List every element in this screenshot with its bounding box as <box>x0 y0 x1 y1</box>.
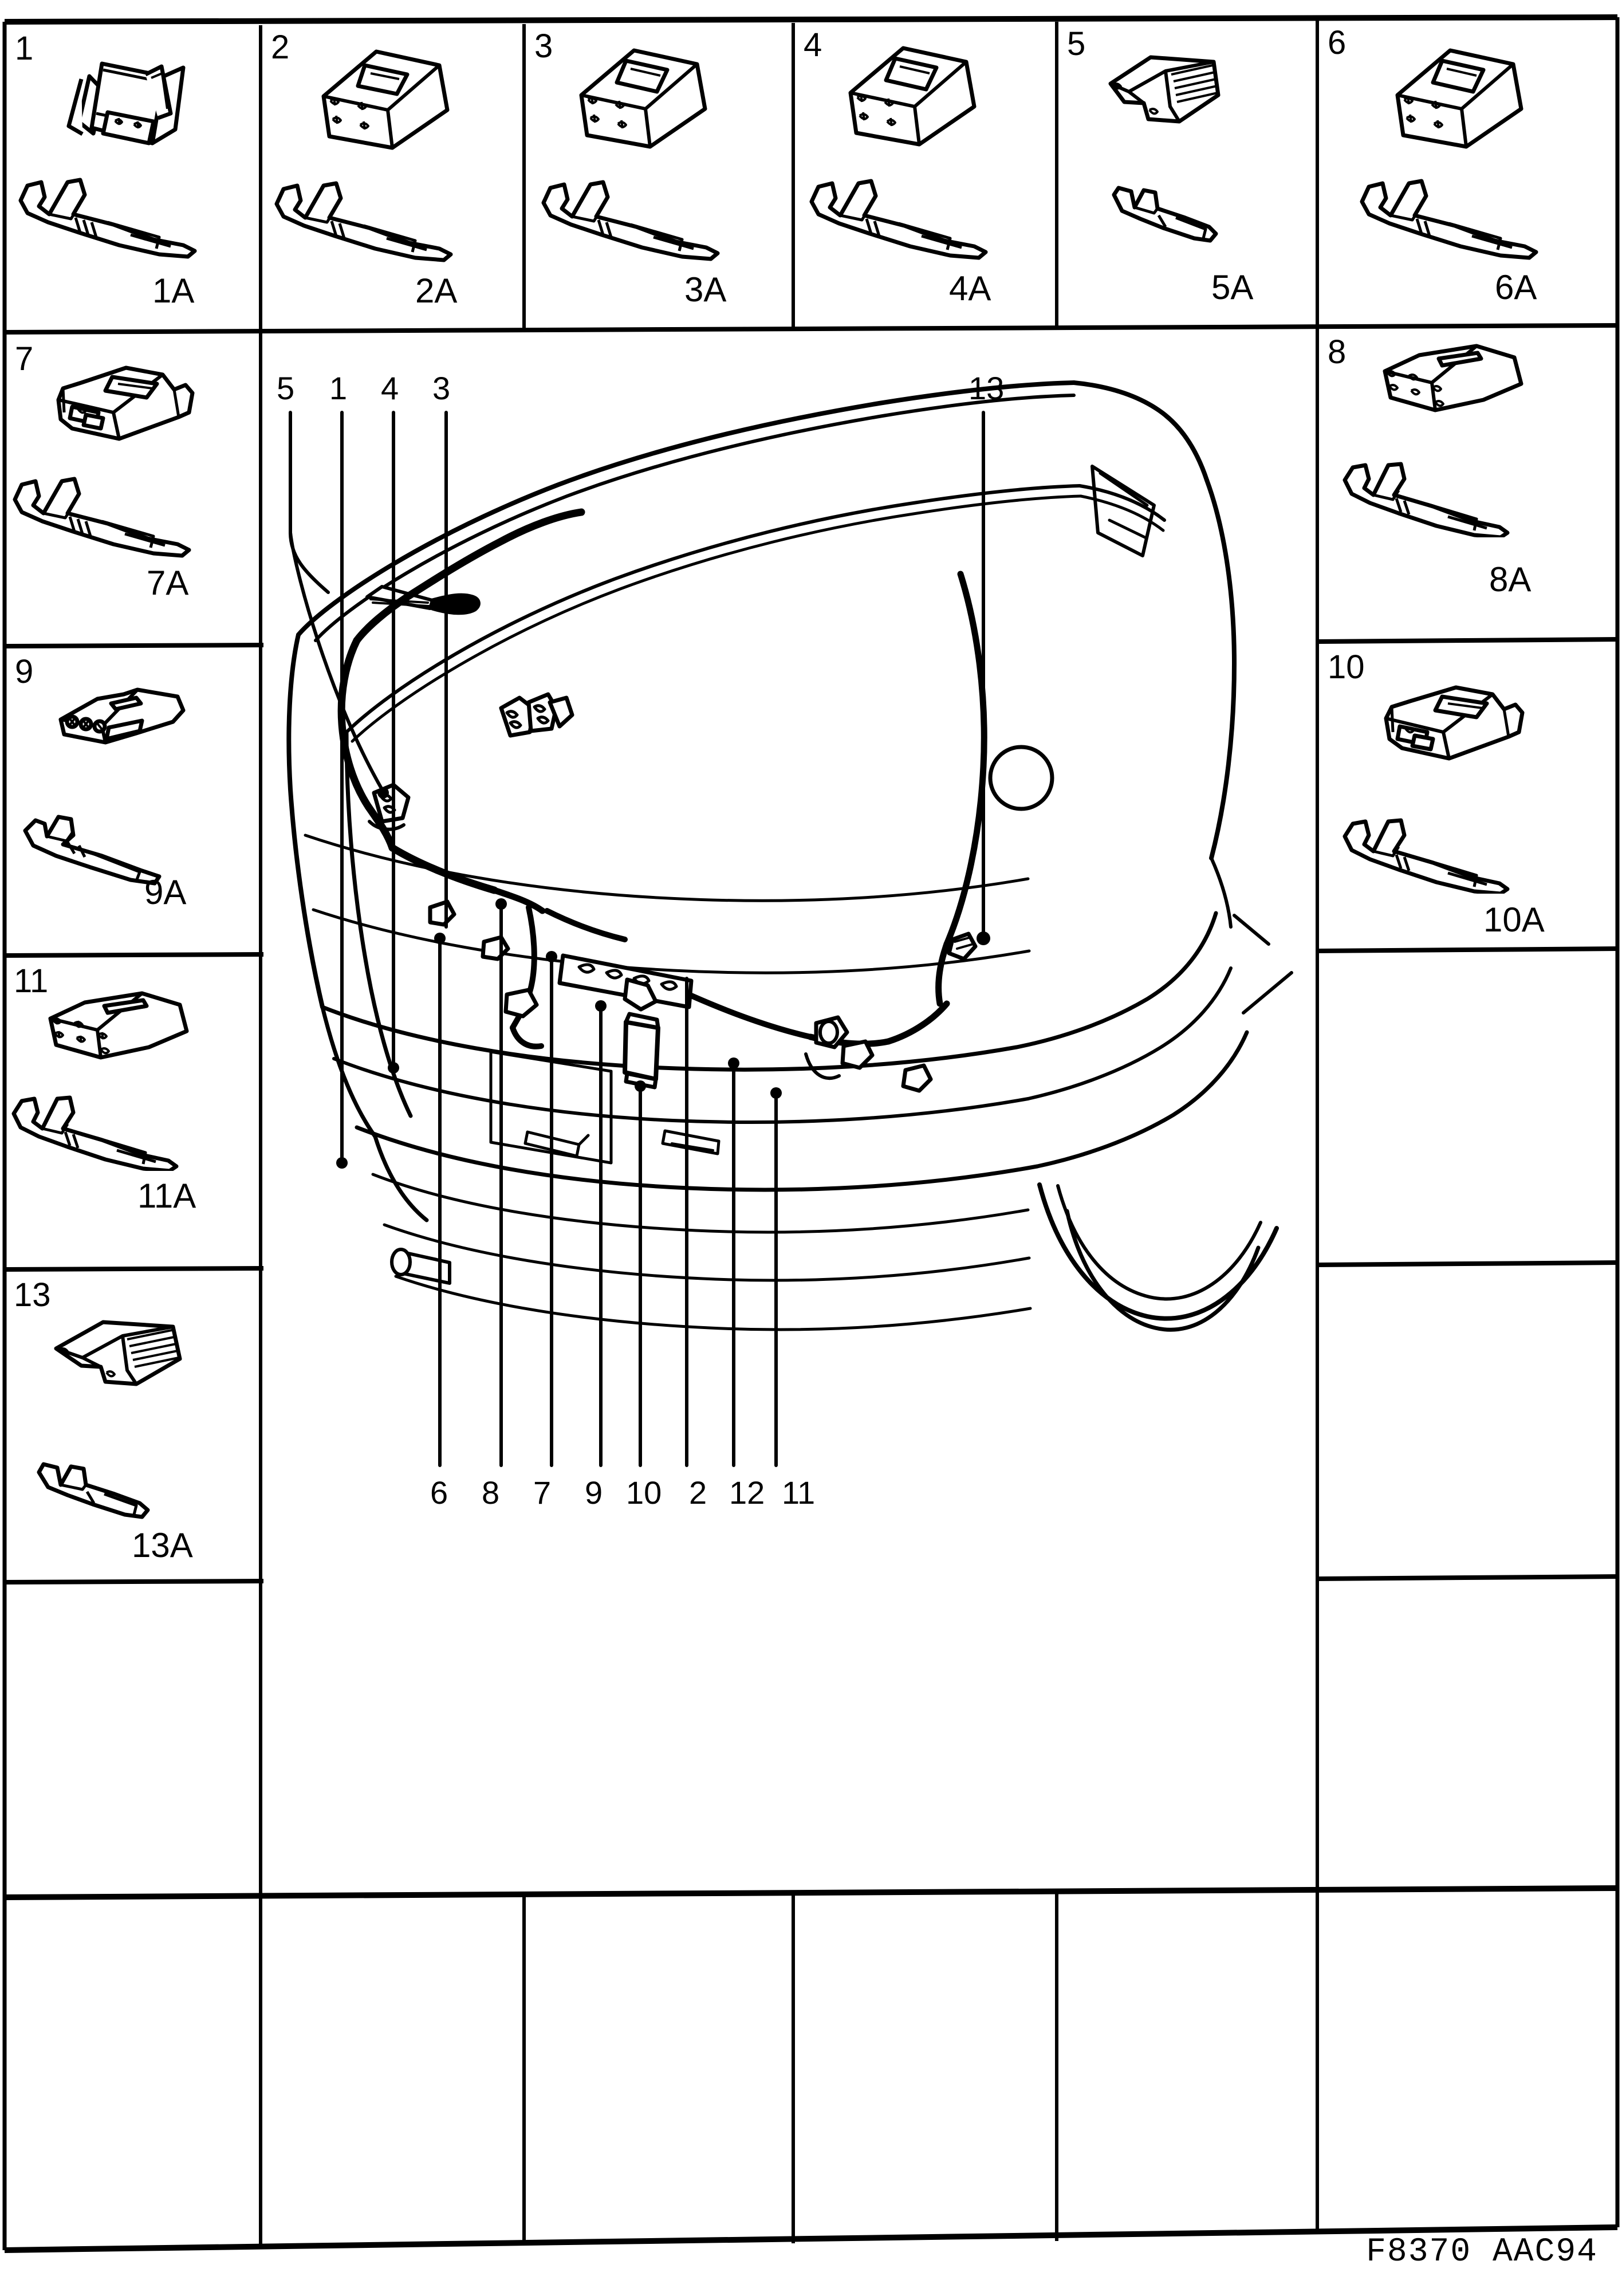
terminal-small-icon <box>37 1462 150 1519</box>
callout-bottom-5: 10 <box>626 1475 662 1511</box>
terminal-label: 1A <box>152 272 195 310</box>
connector-cell-7[interactable]: 7 <box>5 332 261 646</box>
connector-number: 1 <box>15 30 34 67</box>
callout-top-4: 3 <box>432 370 451 406</box>
connector-cell-8[interactable]: 8 <box>1317 327 1617 642</box>
connector-housing-icon <box>848 46 977 147</box>
connector-cap-icon <box>1108 55 1221 124</box>
callout-bottom-6: 2 <box>689 1475 707 1511</box>
callout-bottom-7: 12 <box>729 1475 765 1511</box>
callout-bottom-1: 6 <box>430 1475 448 1511</box>
terminal-blade-icon <box>1343 462 1510 537</box>
drawing-code: F8370 AAC94 <box>1366 2234 1598 2271</box>
connector-housing-icon <box>1384 685 1525 761</box>
connector-housing-icon <box>321 49 450 150</box>
connector-cell-13[interactable]: 13 13A <box>5 1269 261 1582</box>
connector-number: 2 <box>271 29 290 66</box>
connector-number: 3 <box>534 27 553 65</box>
terminal-label: 10A <box>1483 901 1545 939</box>
terminal-label: 11A <box>137 1177 196 1215</box>
terminal-label: 3A <box>684 270 727 309</box>
callout-top-3: 4 <box>381 370 399 406</box>
connector-housing-icon <box>56 365 195 441</box>
callout-bottom-8: 11 <box>782 1475 816 1511</box>
connector-number: 8 <box>1328 333 1347 371</box>
terminal-blade-icon <box>541 180 720 261</box>
terminal-blade-icon <box>1360 179 1538 260</box>
connector-cell-5[interactable]: 5 5A <box>1057 17 1317 328</box>
connector-housing-icon <box>1395 48 1523 149</box>
terminal-blade-icon <box>11 1095 179 1171</box>
connector-number: 4 <box>804 26 822 64</box>
callout-bottom-4: 9 <box>585 1475 603 1511</box>
car-rear-harness-illustration <box>286 380 1293 1467</box>
connector-number: 13 <box>14 1276 51 1314</box>
connector-cell-9[interactable]: 9 9A <box>5 646 261 956</box>
connector-housing-icon <box>66 61 186 146</box>
connector-number: 11 <box>14 962 49 1000</box>
connector-cell-1[interactable]: 1 <box>5 22 261 332</box>
vehicle-illustration-panel: 5 1 4 3 13 6 8 7 9 10 2 12 11 <box>261 331 1317 1895</box>
terminal-label: 13A <box>132 1526 193 1564</box>
terminal-blade-icon <box>1343 818 1510 894</box>
terminal-blade-icon <box>274 181 453 262</box>
terminal-small-icon <box>1112 186 1218 243</box>
terminal-blade-icon <box>13 477 191 558</box>
connector-number: 5 <box>1067 25 1086 62</box>
connector-cell-4[interactable]: 4 <box>793 18 1057 329</box>
terminal-label: 7A <box>147 564 189 602</box>
connector-cell-2[interactable]: 2 <box>261 21 524 331</box>
connector-housing-icon <box>1383 344 1523 412</box>
connector-housing-icon <box>579 48 707 149</box>
connector-number: 7 <box>15 340 34 378</box>
connector-cap-icon <box>54 1320 182 1386</box>
callout-bottom-3: 7 <box>533 1475 552 1511</box>
terminal-label: 6A <box>1495 268 1537 306</box>
terminal-blade-icon <box>23 815 162 886</box>
callout-top-right-13: 13 <box>969 370 1005 406</box>
callout-top-2: 1 <box>329 370 348 406</box>
callout-top-1: 5 <box>277 370 295 406</box>
terminal-label: 8A <box>1489 560 1532 599</box>
terminal-label: 4A <box>949 269 991 308</box>
connector-3way-icon <box>58 687 186 745</box>
terminal-blade-icon <box>809 179 988 260</box>
terminal-label: 9A <box>144 873 187 911</box>
terminal-label: 5A <box>1211 268 1254 306</box>
connector-cell-3[interactable]: 3 <box>524 19 793 330</box>
connector-cell-10[interactable]: 10 1 <box>1317 642 1617 951</box>
connector-cell-6[interactable]: 6 <box>1317 16 1617 327</box>
connector-number: 6 <box>1328 24 1347 61</box>
connector-cell-11[interactable]: 11 <box>5 956 261 1269</box>
callout-bottom-2: 8 <box>482 1475 500 1511</box>
terminal-label: 2A <box>415 272 458 310</box>
connector-housing-icon <box>48 991 189 1060</box>
connector-number: 10 <box>1328 648 1365 686</box>
connector-number: 9 <box>15 653 34 690</box>
terminal-blade-icon <box>18 178 197 259</box>
